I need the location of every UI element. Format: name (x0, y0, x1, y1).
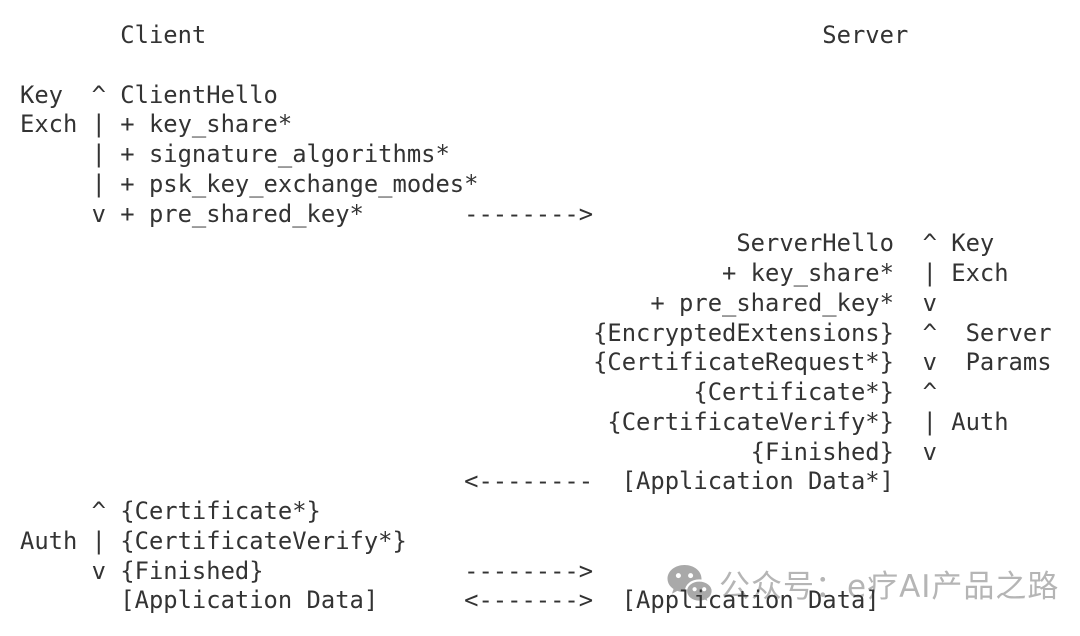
wechat-icon (667, 564, 713, 604)
watermark: 公众号：e疗AI产品之路 (666, 561, 1059, 605)
tls13-handshake-diagram: Client Server Key ^ ClientHello Exch | +… (20, 21, 1052, 615)
watermark-text: 公众号：e疗AI产品之路 (719, 568, 1060, 605)
